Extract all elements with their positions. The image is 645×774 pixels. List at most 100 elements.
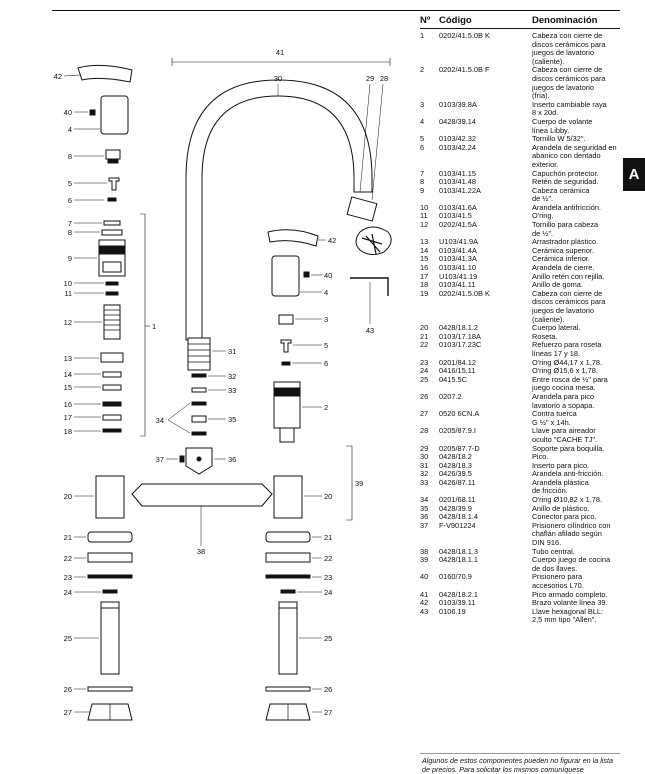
row-name: Llave para aireador oculto "CACHE TJ". [532,426,598,444]
callout-35: 35 [228,415,236,424]
row-code: 0428/18.2 [439,452,472,462]
row-number: 11 [420,211,428,221]
row-code: 0205/87.9.I [439,426,476,436]
threaded-pipe-left [100,601,120,675]
row-name: Brazo volante línea 39. [532,598,608,608]
callout-15: 15 [64,383,72,392]
row-code: 0428/18.2.1 [439,589,479,599]
row-number: 17 [420,271,429,281]
row-code: 0103/41.11 [439,280,476,290]
callout-4-left: 4 [68,125,72,134]
row-code: 0202/41.5.0B F [439,65,490,75]
callout-31: 31 [228,347,236,356]
row-number: 25 [420,374,429,384]
row-code: 0428/18.1.2 [439,323,479,333]
row-number: 37 [420,520,429,530]
callout-16: 16 [64,400,72,409]
callout-1: 1 [152,322,156,331]
section-tab: A [623,158,645,191]
callout-6-left: 6 [68,196,72,205]
row-name: Refuerzo para roseta líneas 17 y 18. [532,340,602,358]
row-code: 0428/18.1.4 [439,512,479,522]
callout-2: 2 [324,403,328,412]
row-name: Soporte para boquilla. [532,443,605,453]
row-name: Conector para pico. [532,512,597,522]
row-code: 0520 6CN.A [439,409,480,419]
row-number: 6 [420,142,425,152]
callout-24-left: 24 [64,588,72,597]
handle-body-left [100,95,129,135]
row-number: 29 [420,443,429,453]
row-name: Tornillo para cabeza de ½". [532,220,599,238]
callout-8: 8 [68,228,72,237]
callout-43: 43 [366,326,374,335]
callout-14: 14 [64,370,72,379]
callout-8-left: 8 [68,152,72,161]
callout-4-right: 4 [324,288,328,297]
row-name: Arandela plástica de fricción. [532,477,589,496]
row-code: 0416/15.11 [439,366,476,376]
row-name: Retén de seguridad. [532,177,599,187]
row-code: 0202/41.5A [439,220,477,230]
row-name: Llave hexagonal BLL: 2,5 mm tipo "Allen"… [532,606,604,625]
table-row: 18 0103/41.11 Anillo de goma. [420,281,620,290]
callout-33: 33 [228,386,236,395]
callout-29: 29 [366,74,374,83]
callout-28: 28 [380,74,388,83]
row-number: 10 [420,202,429,212]
row-number: 26 [420,391,429,401]
callout-3: 3 [324,315,328,324]
row-code: 0428/18.1.1 [439,555,479,565]
callout-24-right: 24 [324,588,332,597]
row-name: O'ring Ø44,17 x 1,78. [532,357,603,367]
callout-27-right: 27 [324,708,332,717]
row-number: 31 [420,460,429,470]
head-screw-left [103,304,121,340]
callout-40-right: 40 [324,271,332,280]
row-name: Anillo de goma. [532,280,583,290]
callout-21-right: 21 [324,533,332,542]
row-number: 36 [420,512,429,522]
row-number: 14 [420,245,429,255]
row-name: O'ring. [532,211,554,221]
row-code: 0415.5C [439,374,467,384]
row-number: 30 [420,452,429,462]
row-number: 22 [420,340,429,350]
top-rule [52,10,620,11]
row-code: 0103/41.4A [439,245,477,255]
row-number: 43 [420,606,429,616]
row-code: 0426/39.5 [439,469,472,479]
row-code: 0103/41.48 [439,177,476,187]
header-name: Denominación [532,14,598,26]
row-code: 0103/17.18A [439,331,481,341]
row-code: 0103/42.24 [439,142,476,152]
row-code: 0106.19 [439,606,466,616]
callout-22-right: 22 [324,554,332,563]
row-number: 13 [420,237,429,247]
threaded-pipe-right [278,601,298,675]
row-name: Prisionero cilíndrico con chaflán afilad… [532,520,611,548]
row-number: 9 [420,185,425,195]
row-number: 1 [420,31,425,40]
row-code: 0160/70.9 [439,572,472,582]
row-name: O'ring Ø15,6 x 1,78. [532,366,598,376]
row-number: 19 [420,288,429,298]
row-number: 18 [420,280,429,290]
